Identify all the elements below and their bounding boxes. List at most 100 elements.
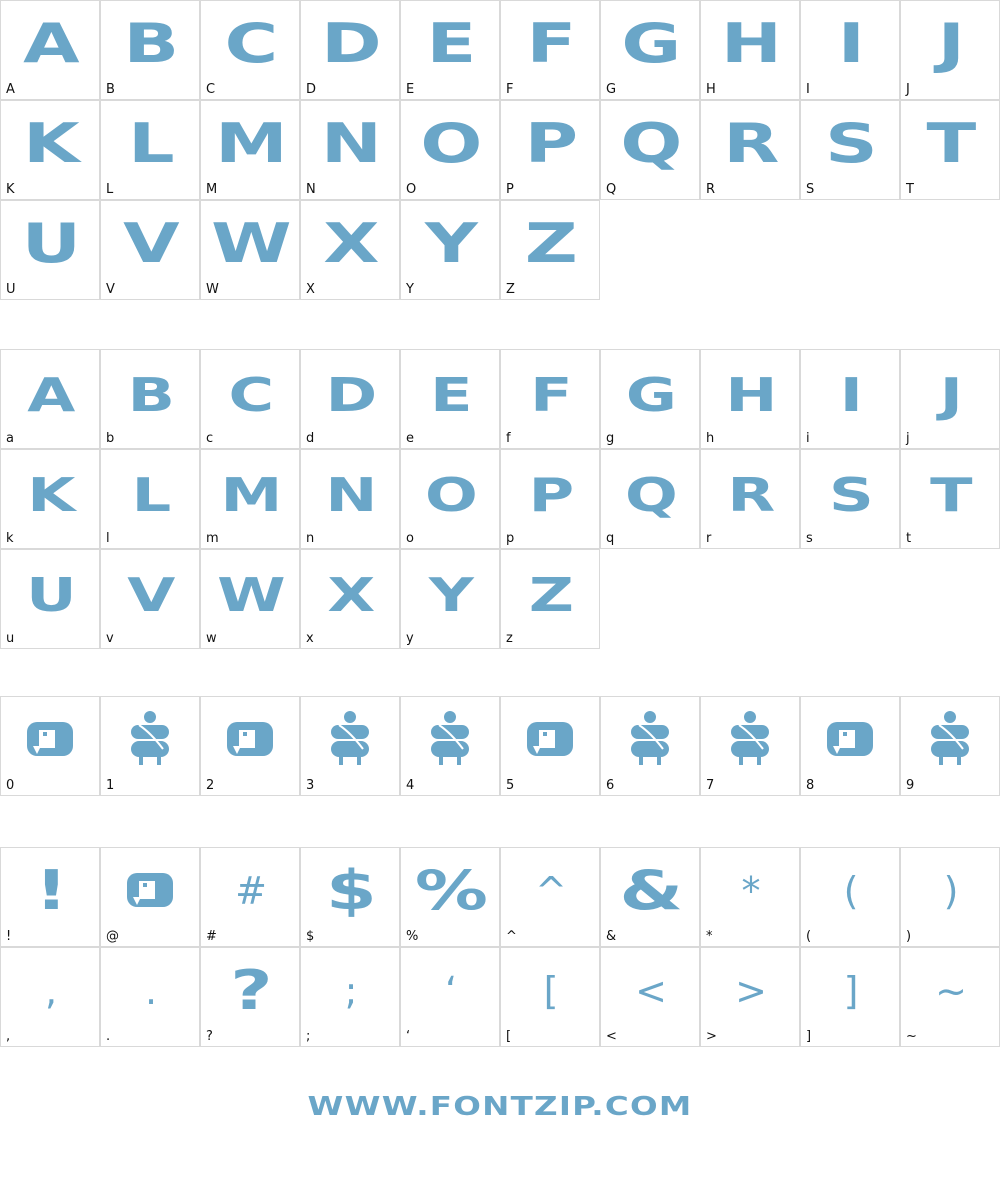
- glyph-preview: >: [735, 969, 767, 1013]
- glyph-preview: U: [21, 212, 81, 275]
- glyph-label: v: [106, 631, 114, 646]
- glyph-label: j: [906, 431, 910, 446]
- glyph-label: 2: [206, 778, 215, 793]
- glyph-label: I: [806, 82, 810, 97]
- glyph-label: (: [806, 929, 812, 944]
- glyph-label: b: [106, 431, 115, 446]
- glyph-cell: ((: [800, 847, 900, 947]
- glyph-preview: ;: [344, 969, 358, 1013]
- glyph-preview: R: [727, 468, 775, 522]
- glyph-label: Q: [606, 182, 617, 197]
- glyph-preview: B: [127, 368, 175, 422]
- glyph-label: !: [6, 929, 12, 944]
- glyph-label: R: [706, 182, 716, 197]
- glyph-cell: ??: [200, 947, 300, 1047]
- glyph-cell: **: [700, 847, 800, 947]
- glyph-preview: S: [825, 112, 878, 175]
- glyph-preview: W: [217, 568, 286, 622]
- glyph-cell: 6: [600, 696, 700, 796]
- glyph-preview: B: [123, 12, 180, 75]
- glyph-preview: R: [723, 112, 779, 175]
- glyph-label: C: [206, 82, 216, 97]
- glyph-label: N: [306, 182, 316, 197]
- glyph-label: F: [506, 82, 514, 97]
- glyph-preview: ^: [535, 869, 567, 913]
- glyph-label: 4: [406, 778, 415, 793]
- glyph-label: *: [706, 929, 713, 944]
- glyph-preview: M: [215, 112, 288, 175]
- character-figure-glyph: [101, 705, 199, 775]
- glyph-preview: F: [530, 368, 572, 422]
- glyph-cell: ..: [100, 947, 200, 1047]
- glyph-label: U: [6, 282, 16, 297]
- glyph-cell: <<: [600, 947, 700, 1047]
- glyph-label: ^: [506, 929, 517, 944]
- glyph-cell: 5: [500, 696, 600, 796]
- glyph-cell: >>: [700, 947, 800, 1047]
- glyph-preview: I: [839, 368, 863, 422]
- glyph-preview: I: [837, 12, 865, 75]
- glyph-preview: X: [323, 212, 379, 275]
- glyph-preview: L: [131, 468, 172, 522]
- glyph-preview: G: [625, 368, 677, 422]
- glyph-label: p: [506, 531, 515, 546]
- glyph-label: 9: [906, 778, 915, 793]
- glyph-label: f: [506, 431, 511, 446]
- glyph-label: ?: [206, 1029, 213, 1044]
- glyph-cell: ‘‘: [400, 947, 500, 1047]
- glyph-cell: ~~: [900, 947, 1000, 1047]
- glyph-preview: K: [23, 112, 80, 175]
- glyph-preview: %: [414, 859, 488, 922]
- glyph-label: l: [106, 531, 110, 546]
- glyph-label: t: [906, 531, 912, 546]
- glyph-preview: Z: [528, 568, 574, 622]
- glyph-label: O: [406, 182, 417, 197]
- glyph-label: >: [706, 1029, 717, 1044]
- glyph-preview: U: [26, 568, 76, 622]
- glyph-preview: T: [926, 112, 976, 175]
- glyph-label: s: [806, 531, 813, 546]
- glyph-label: m: [206, 531, 219, 546]
- glyph-label: M: [206, 182, 218, 197]
- glyph-preview: G: [621, 12, 681, 75]
- glyph-label: &: [606, 929, 617, 944]
- glyph-label: <: [606, 1029, 617, 1044]
- glyph-preview: A: [23, 12, 79, 75]
- glyph-label: 7: [706, 778, 715, 793]
- glyph-label: x: [306, 631, 314, 646]
- glyph-cell: &&: [600, 847, 700, 947]
- glyph-label: q: [606, 531, 615, 546]
- glyph-preview: J: [939, 368, 963, 422]
- glyph-cell: )): [900, 847, 1000, 947]
- glyph-preview: T: [930, 468, 972, 522]
- glyph-preview: [: [543, 969, 559, 1013]
- glyph-preview: $: [325, 859, 377, 922]
- glyph-cell: 4: [400, 696, 500, 796]
- glyph-preview: H: [725, 368, 777, 422]
- glyph-cell: [[: [500, 947, 600, 1047]
- glyph-label: W: [206, 282, 219, 297]
